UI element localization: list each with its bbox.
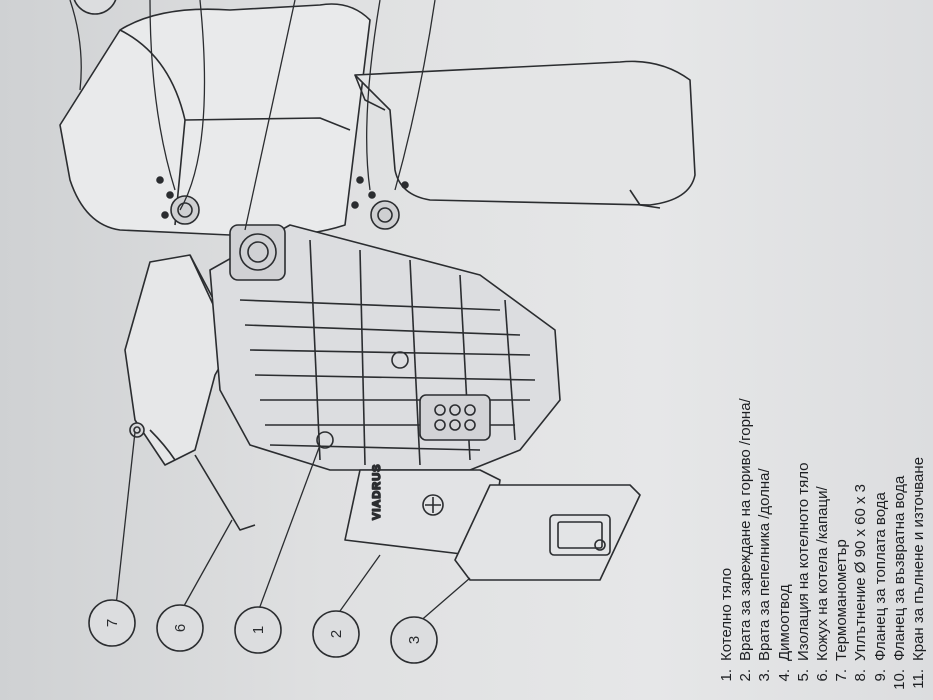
callout-circle-3 <box>390 616 438 664</box>
fuel-loading-door: VIADRUS <box>344 463 501 556</box>
leader-lines <box>69 0 471 631</box>
callout-circles <box>73 0 438 664</box>
door-brand-label: VIADRUS <box>371 463 383 520</box>
callout-label-3: 3 <box>406 636 423 644</box>
top-cover-panel <box>59 3 371 238</box>
callout-circle-1 <box>234 606 282 654</box>
callout-circle-6 <box>156 604 204 652</box>
ash-pan-door <box>454 484 641 581</box>
callout-label-2: 2 <box>328 630 345 638</box>
rear-cover-panel <box>351 60 696 230</box>
boiler-body <box>209 224 561 471</box>
callout-label-1: 1 <box>250 626 267 634</box>
callout-numbers: 7 6 1 2 3 <box>104 619 423 644</box>
callout-circle-2 <box>312 610 360 658</box>
callout-label-7: 7 <box>104 619 121 627</box>
side-panel <box>124 254 256 531</box>
callout-label-6: 6 <box>172 624 189 632</box>
callout-circle-7 <box>88 599 136 647</box>
